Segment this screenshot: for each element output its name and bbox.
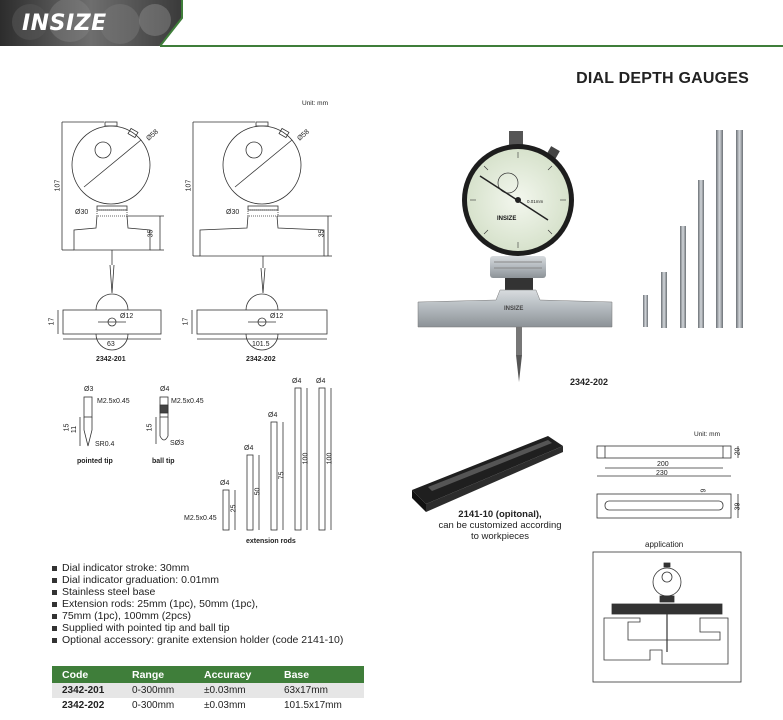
dial-brand: INSIZE	[497, 216, 517, 222]
rod-dia-25: Ø4	[220, 480, 230, 487]
cell-range: 0-300mm	[132, 698, 204, 713]
pointed-tip-drawing	[79, 396, 93, 447]
model-201-label: 2342-201	[96, 356, 126, 363]
extension-rods-label: extension rods	[246, 538, 296, 545]
header-base: Base	[284, 666, 364, 683]
ball-tip-label: ball tip	[152, 458, 175, 465]
rod-dia-100b: Ø4	[316, 378, 326, 385]
dim-dia12-201: Ø12	[120, 313, 134, 320]
feature-item: Supplied with pointed tip and ball tip	[52, 622, 343, 634]
cell-code: 2342-201	[52, 683, 132, 698]
tip-thread-2: M2.5x0.45	[171, 398, 204, 405]
holder-dim-200: 200	[657, 461, 669, 468]
cell-accuracy: ±0.03mm	[204, 683, 284, 698]
gauge-202-drawing	[192, 121, 332, 294]
tip-thread-1: M2.5x0.45	[97, 398, 130, 405]
brand-logo: INSIZE	[22, 8, 140, 38]
feature-item: Optional accessory: granite extension ho…	[52, 634, 343, 646]
pointed-tip-label: pointed tip	[77, 458, 113, 465]
header-range: Range	[132, 666, 204, 683]
tip-dia4: Ø4	[160, 386, 170, 393]
dim-dia30-201: Ø30	[75, 209, 89, 216]
logo-text: INSIZE	[22, 10, 107, 36]
application-drawing	[592, 551, 742, 683]
dim-63: 63	[107, 341, 115, 348]
page-title: DIAL DEPTH GAUGES	[576, 70, 749, 87]
gauge-201-drawing	[61, 121, 164, 294]
base-202-top	[191, 293, 328, 351]
cell-accuracy: ±0.03mm	[204, 698, 284, 713]
base-brand: INSIZE	[504, 306, 524, 312]
dial-graduation: 0.01mm	[527, 199, 544, 204]
model-202-label: 2342-202	[246, 356, 276, 363]
unit-label-2: Unit: mm	[694, 431, 720, 438]
base-201-top	[57, 293, 162, 351]
cell-code: 2342-202	[52, 698, 132, 713]
photo-model-label: 2342-202	[570, 377, 609, 387]
holder-dim-39: 39	[734, 502, 742, 511]
holder-caption: 2141-10 (opitonal), can be customized ac…	[420, 509, 580, 542]
cell-range: 0-300mm	[132, 683, 204, 698]
table-header-row: Code Range Accuracy Base	[52, 666, 364, 683]
feature-list: Dial indicator stroke: 30mm Dial indicat…	[52, 562, 343, 646]
unit-label: Unit: mm	[302, 100, 328, 107]
rod-thread: M2.5x0.45	[184, 515, 217, 522]
cell-base: 63x17mm	[284, 683, 364, 698]
tip-dia3: Ø3	[84, 386, 94, 393]
dim-dia12-202: Ø12	[270, 313, 284, 320]
header-banner	[0, 0, 783, 47]
rod-dia-75: Ø4	[268, 412, 278, 419]
feature-item: Extension rods: 25mm (1pc), 50mm (1pc),	[52, 598, 343, 610]
feature-item: Dial indicator stroke: 30mm	[52, 562, 343, 574]
rod-dia-50: Ø4	[244, 445, 254, 452]
feature-item: 75mm (1pc), 100mm (2pcs)	[52, 610, 343, 622]
header-accuracy: Accuracy	[204, 666, 284, 683]
tip-s3: SØ3	[170, 440, 185, 447]
holder-dim-20: 20	[734, 447, 742, 456]
holder-dim-9: 9	[700, 488, 708, 493]
holder-caption-code: 2141-10 (opitonal),	[458, 509, 542, 520]
dim-101-5: 101.5	[252, 341, 270, 348]
cell-base: 101.5x17mm	[284, 698, 364, 713]
rod-dia-100a: Ø4	[292, 378, 302, 385]
spec-table: Code Range Accuracy Base 2342-201 0-300m…	[52, 666, 364, 713]
table-row: 2342-201 0-300mm ±0.03mm 63x17mm	[52, 683, 364, 698]
dim-dia30-202: Ø30	[226, 209, 240, 216]
holder-front-drawing	[596, 493, 739, 519]
holder-dim-230: 230	[656, 470, 668, 477]
table-row: 2342-202 0-300mm ±0.03mm 101.5x17mm	[52, 698, 364, 713]
ball-tip-drawing	[155, 396, 169, 444]
holder-caption-line3: to workpieces	[470, 531, 530, 542]
holder-top-drawing	[596, 445, 739, 477]
tip-sr: SR0.4	[95, 441, 115, 448]
application-label: application	[645, 540, 684, 549]
holder-caption-line2: can be customized according	[438, 520, 562, 531]
feature-item: Dial indicator graduation: 0.01mm	[52, 574, 343, 586]
header-code: Code	[52, 666, 132, 683]
extension-rods-drawing	[222, 387, 332, 531]
feature-item: Stainless steel base	[52, 586, 343, 598]
